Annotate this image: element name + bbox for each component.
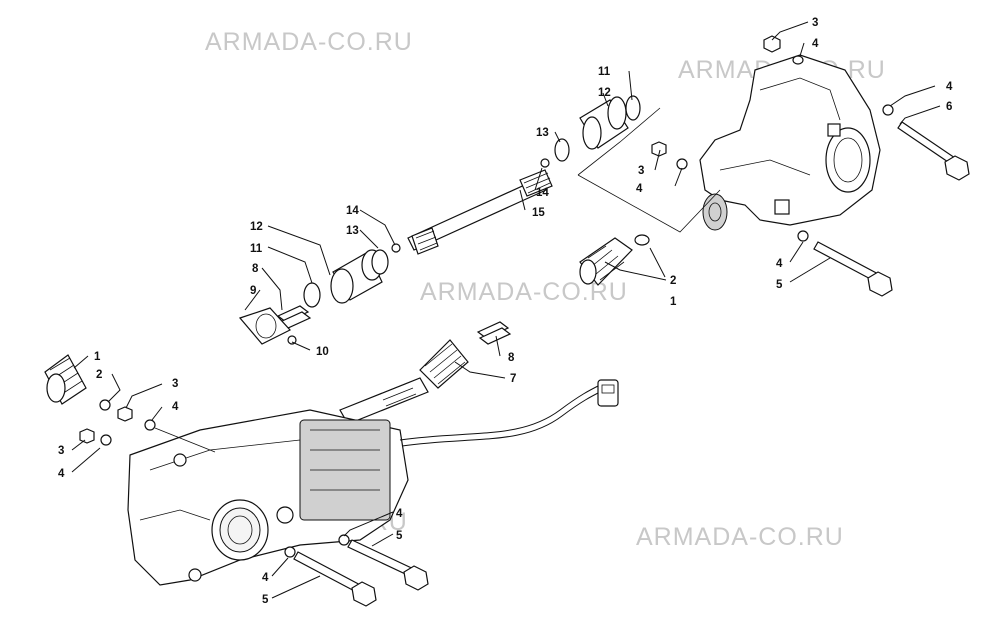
callout-3: 3 (172, 378, 178, 390)
callout-3: 3 (58, 445, 64, 457)
callout-4: 4 (58, 468, 65, 480)
callout-12: 12 (250, 221, 263, 233)
callout-14: 14 (346, 205, 359, 217)
rear-gearcase (699, 54, 881, 231)
callout-13: 13 (346, 225, 359, 237)
callout-9: 9 (250, 285, 256, 297)
callout-5: 5 (776, 279, 783, 291)
callout-13: 13 (536, 127, 549, 139)
watermark: ARMADA-CO.RU (205, 28, 413, 56)
callout-2: 2 (670, 275, 676, 287)
callout-14: 14 (536, 187, 549, 199)
callout-6: 6 (946, 101, 952, 113)
callout-10: 10 (316, 346, 329, 358)
callout-4: 4 (172, 401, 179, 413)
callout-1: 1 (670, 296, 677, 308)
callout-15: 15 (532, 207, 545, 219)
callout-4: 4 (776, 258, 783, 270)
watermark: ARMADA-CO.RU (636, 523, 844, 551)
callout-11: 11 (250, 243, 263, 255)
upper-right-fasteners (651, 35, 970, 297)
callout-3: 3 (638, 165, 644, 177)
callout-labels: 3 4 4 6 11 12 13 14 15 3 4 2 1 4 5 14 13… (58, 17, 953, 606)
callout-4: 4 (946, 81, 953, 93)
right-boot-assembly (579, 234, 650, 286)
callout-4: 4 (396, 508, 403, 520)
lower-boot-assembly (419, 321, 512, 389)
lower-output-shaft (339, 377, 429, 425)
callout-12: 12 (598, 87, 611, 99)
reference-lines (577, 107, 721, 233)
upper-boot-assembly (540, 95, 641, 168)
lower-bolts (284, 534, 429, 607)
callout-11: 11 (598, 66, 611, 78)
callout-5: 5 (262, 594, 269, 606)
wiring-harness (399, 379, 619, 447)
callout-3: 3 (812, 17, 818, 29)
callout-8: 8 (252, 263, 259, 275)
callout-4: 4 (262, 572, 269, 584)
callout-7: 7 (510, 373, 516, 385)
callout-5: 5 (396, 530, 403, 542)
callout-4: 4 (812, 38, 819, 50)
front-gearcase (127, 409, 409, 586)
callout-1: 1 (94, 351, 101, 363)
left-boot-assembly (44, 354, 216, 453)
callout-8: 8 (508, 352, 515, 364)
callout-4: 4 (636, 183, 643, 195)
callout-2: 2 (96, 369, 102, 381)
middle-boot-assembly (238, 243, 401, 345)
drive-shaft (407, 169, 553, 255)
leader-lines (71, 21, 941, 599)
